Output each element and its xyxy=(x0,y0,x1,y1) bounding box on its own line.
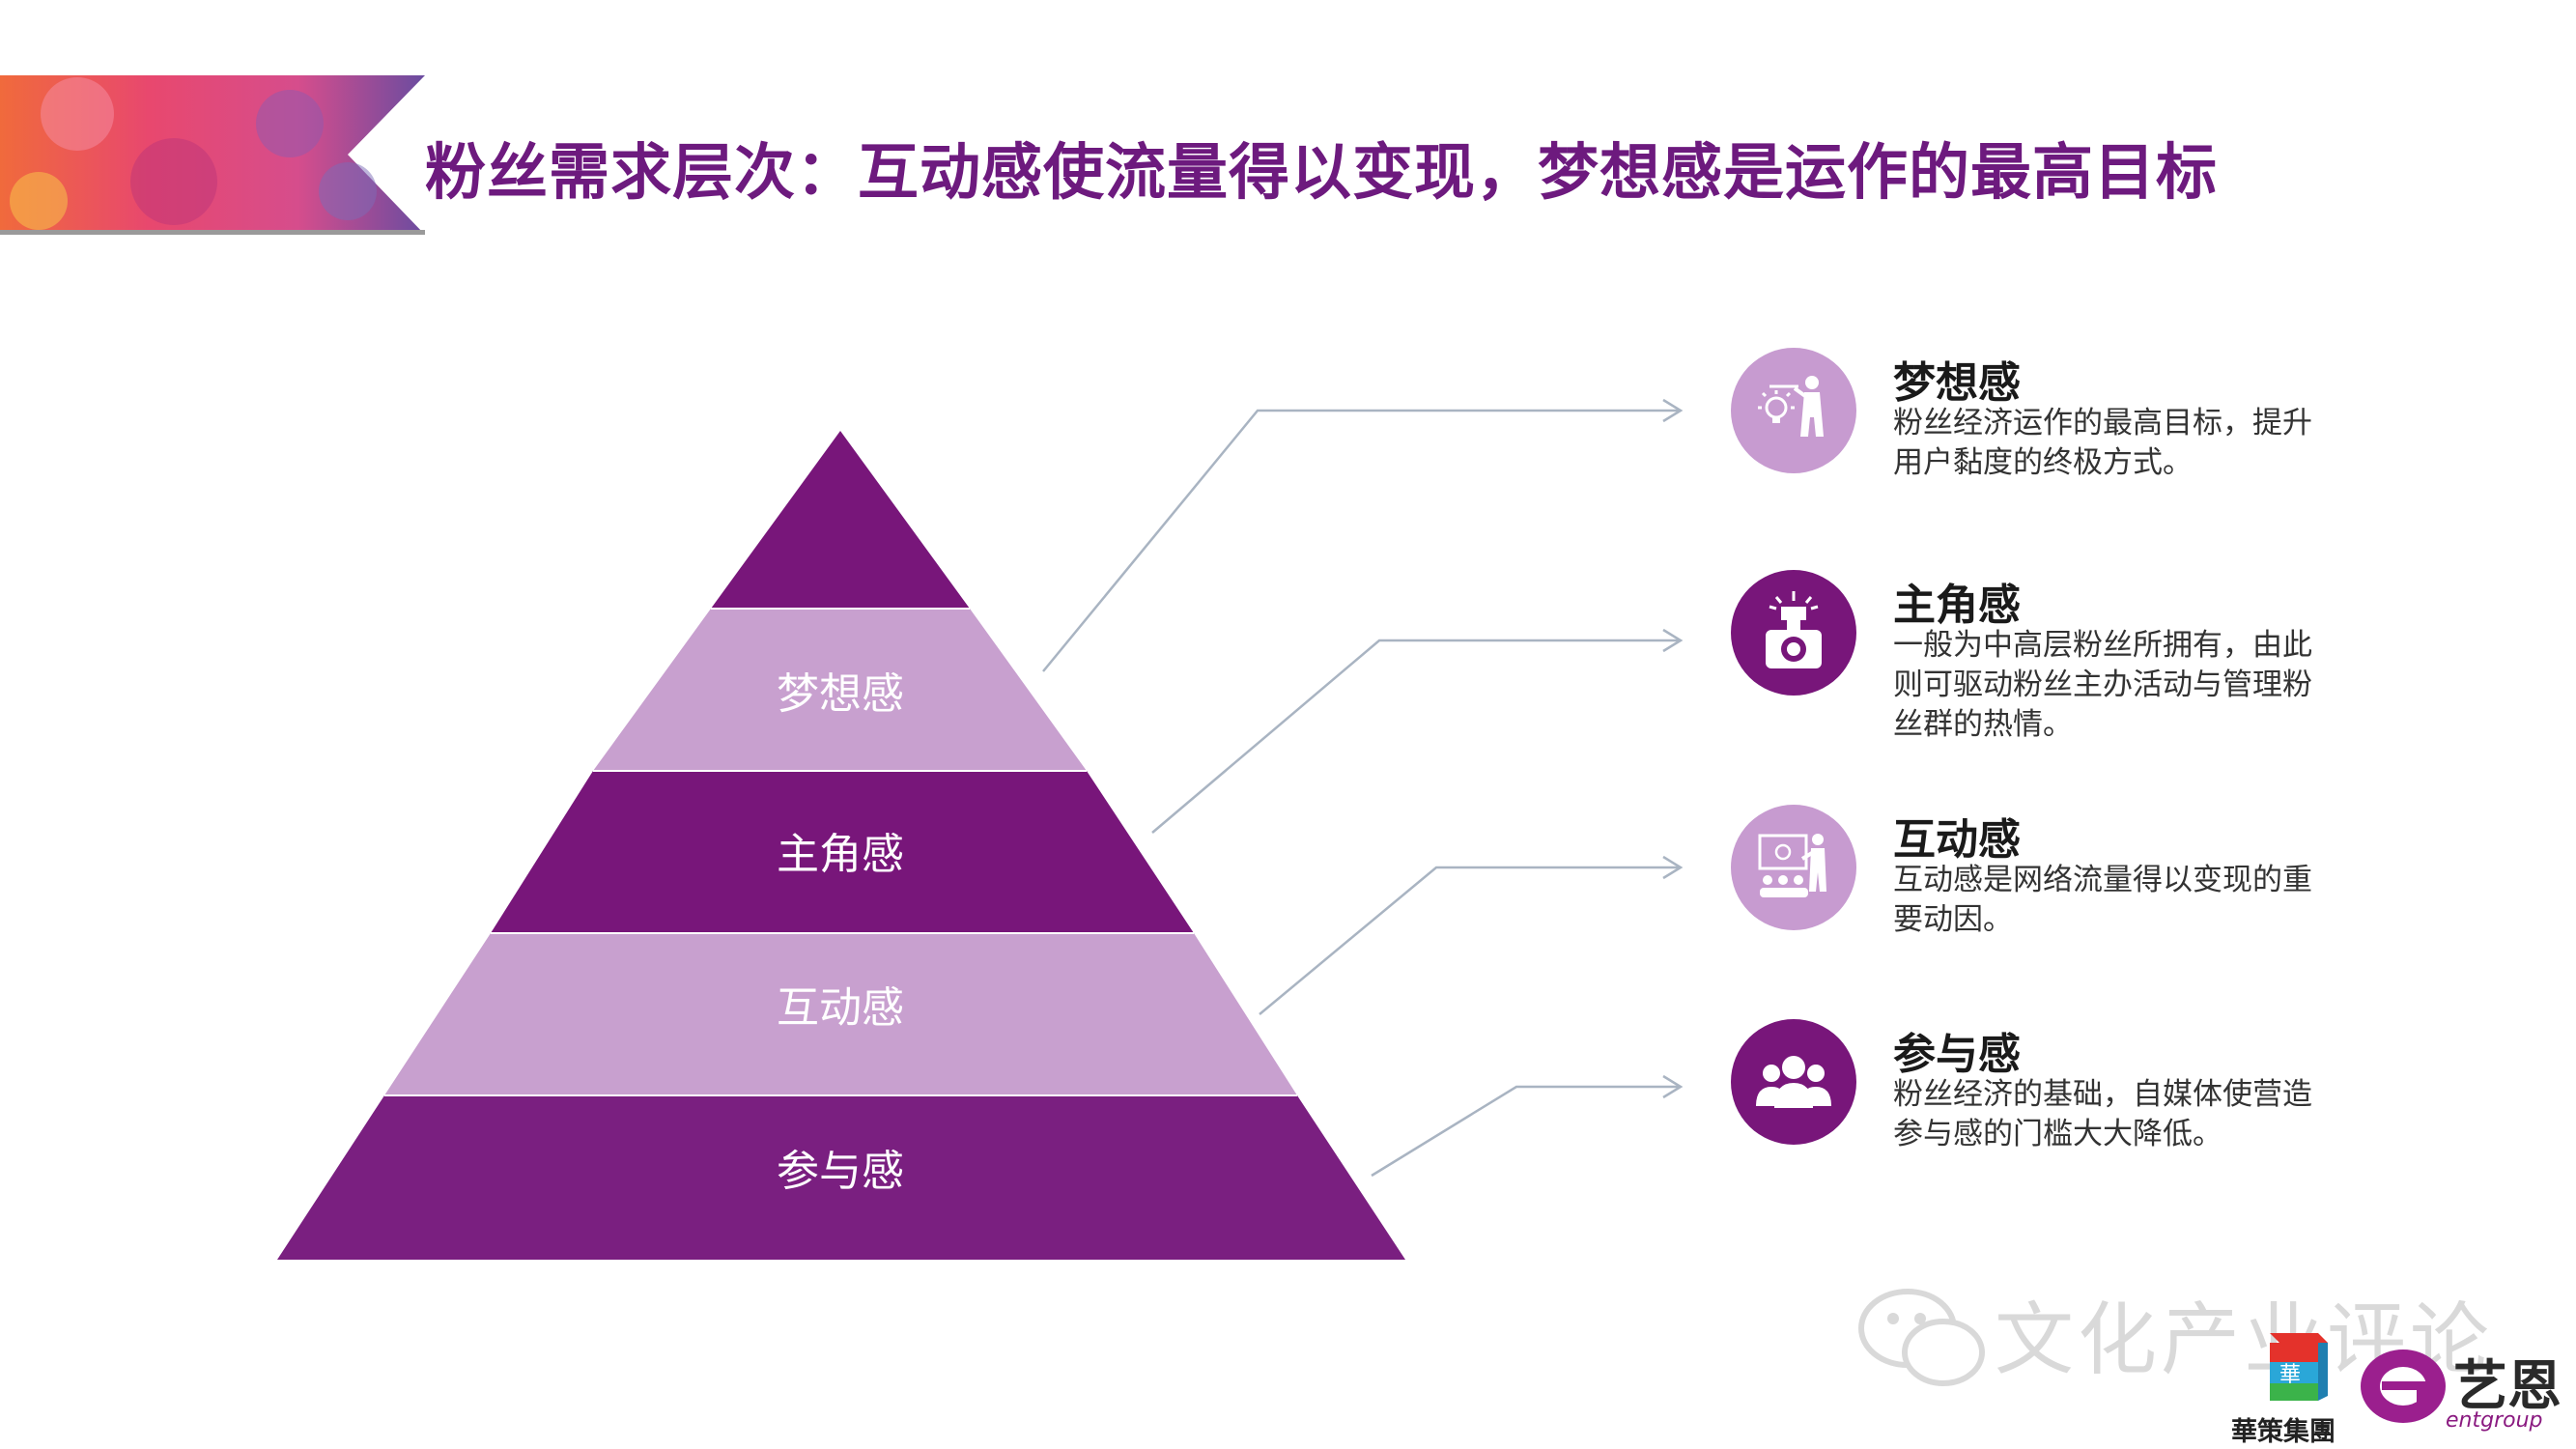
item-title-dream: 梦想感 xyxy=(1893,358,2021,408)
pyramid-tier-1 xyxy=(593,609,1087,771)
presenter-lightbulb-icon xyxy=(1731,348,1856,473)
connector-line-1 xyxy=(1042,409,1679,672)
svg-text:華: 華 xyxy=(2279,1363,2301,1387)
camera-flash-icon xyxy=(1731,570,1856,696)
item-desc-protagonist: 一般为中高层粉丝所拥有，由此则可驱动粉丝主办活动与管理粉丝群的热情。 xyxy=(1893,628,2312,742)
item-title-interaction: 互动感 xyxy=(1893,815,2021,865)
pyramid-tier-4 xyxy=(277,1095,1405,1260)
item-desc-dream: 粉丝经济运作的最高目标，提升用户黏度的终极方式。 xyxy=(1893,406,2312,480)
page-title: 粉丝需求层次：互动感使流量得以变现，梦想感是运作的最高目标 xyxy=(425,137,2218,208)
entgroup-logo-en: entgroup xyxy=(2446,1408,2543,1433)
item-participation: 参与感 粉丝经济的基础，自媒体使营造参与感的门槛大大降低。 xyxy=(1731,1019,2349,1164)
entgroup-e-icon xyxy=(2361,1350,2446,1423)
connector-line-3 xyxy=(1259,866,1679,1015)
item-title-participation: 参与感 xyxy=(1893,1030,2021,1079)
presentation-audience-icon xyxy=(1731,805,1856,930)
decorative-watercolor-banner xyxy=(0,75,425,235)
item-protagonist: 主角感 一般为中高层粉丝所拥有，由此则可驱动粉丝主办活动与管理粉丝群的热情。 xyxy=(1731,570,2349,744)
pyramid-label-protagonist: 主角感 xyxy=(777,830,904,879)
pyramid-label-interaction: 互动感 xyxy=(777,983,904,1033)
wechat-icon xyxy=(1858,1289,1985,1386)
connector-line-2 xyxy=(1151,639,1679,834)
connector-line-4 xyxy=(1371,1085,1679,1178)
entgroup-logo-cn: 艺恩 xyxy=(2453,1355,2562,1418)
item-dream: 梦想感 粉丝经济运作的最高目标，提升用户黏度的终极方式。 xyxy=(1731,348,2349,493)
item-desc-participation: 粉丝经济的基础，自媒体使营造参与感的门槛大大降低。 xyxy=(1893,1077,2312,1151)
group-people-icon xyxy=(1731,1019,1856,1145)
item-title-protagonist: 主角感 xyxy=(1893,581,2021,630)
huace-cube-icon: 華 xyxy=(2270,1333,2328,1401)
item-desc-interaction: 互动感是网络流量得以变现的重要动因。 xyxy=(1893,863,2312,937)
pyramid-tier-3 xyxy=(384,933,1297,1095)
pyramid-label-dream: 梦想感 xyxy=(777,669,904,719)
item-interaction: 互动感 互动感是网络流量得以变现的重要动因。 xyxy=(1731,805,2349,950)
pyramid-tier-top xyxy=(711,431,970,609)
huace-logo-text: 華策集團 xyxy=(2231,1417,2335,1447)
pyramid-tier-2 xyxy=(491,771,1194,933)
pyramid-label-participation: 参与感 xyxy=(777,1147,904,1196)
